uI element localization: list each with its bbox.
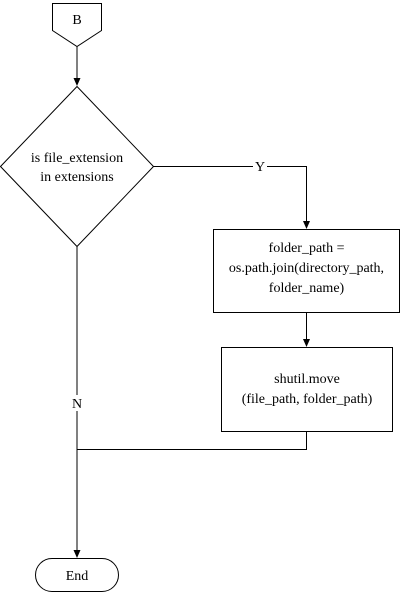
edge-merge [77, 431, 307, 450]
terminal-label: End [66, 569, 89, 584]
decision-label-line1: is file_extension [31, 151, 123, 166]
terminal-end: End [35, 558, 119, 592]
process-box-folder-path: folder_path = os.path.join(directory_pat… [213, 229, 400, 313]
edge-no-label: N [72, 397, 82, 412]
decision-diamond: is file_extension in extensions [0, 85, 155, 248]
edge-no-label-bg [69, 395, 85, 411]
edge-yes-label: Y [255, 160, 265, 175]
edge-no: N [69, 246, 85, 558]
offpage-connector-b: B [52, 3, 102, 48]
edge-yes-label-bg [253, 158, 267, 174]
process-box-shutil-move: shutil.move (file_path, folder_path) [221, 347, 393, 432]
decision-label-line2: in extensions [40, 170, 114, 185]
process2-line1: shutil.move [274, 372, 340, 387]
edge-yes: Y [153, 158, 310, 229]
process1-line2: os.path.join(directory_path, [229, 261, 384, 276]
arrow-process1-to-process2 [303, 312, 310, 347]
process1-line3: folder_name) [269, 281, 345, 296]
connector-label: B [72, 13, 81, 28]
process2-line2: (file_path, folder_path) [242, 392, 373, 407]
process1-line1: folder_path = [269, 241, 345, 256]
arrow-connector-to-decision [73, 46, 81, 86]
